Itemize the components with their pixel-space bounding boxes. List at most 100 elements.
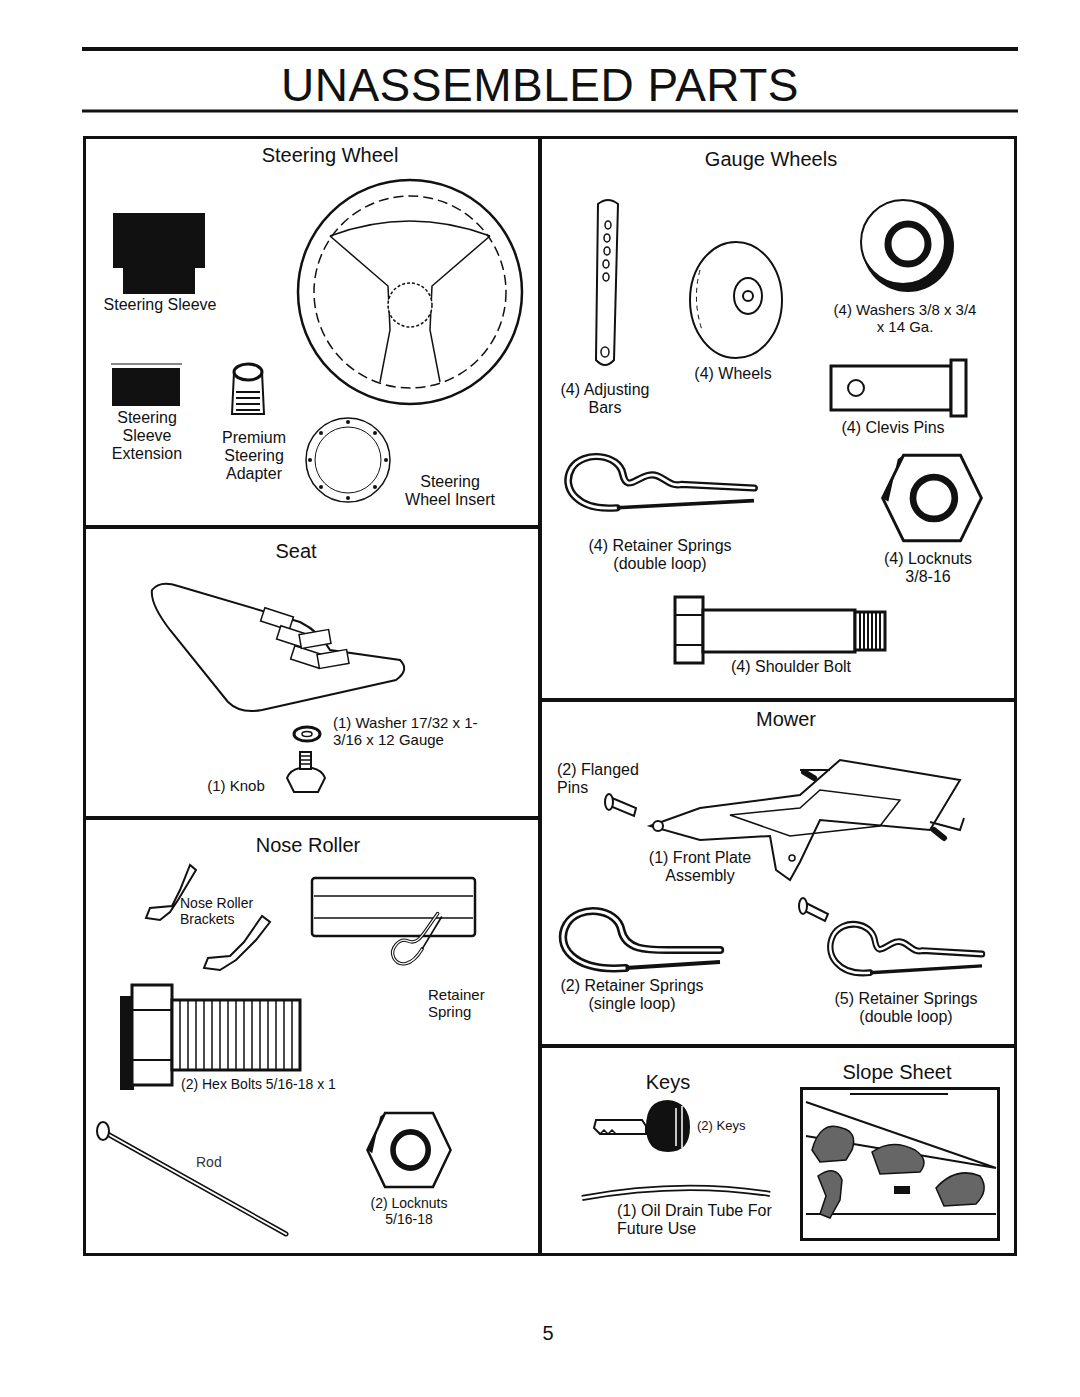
shoulder-bolt bbox=[703, 610, 855, 652]
part-name: (1) Front Plate Assembly bbox=[638, 849, 762, 885]
hex-bolt bbox=[180, 1000, 292, 1070]
part-name: (2) Flanged Pins bbox=[557, 761, 655, 797]
washer bbox=[861, 200, 954, 292]
seat bbox=[152, 584, 404, 711]
seat-knob bbox=[287, 768, 325, 792]
washer bbox=[861, 200, 945, 284]
double-loop-spring bbox=[830, 924, 982, 973]
parts-panel: Keys(2) Keys(1) Oil Drain Tube For Futur… bbox=[539, 1045, 1017, 1256]
hex-bolt bbox=[132, 1059, 172, 1061]
seat-knob bbox=[287, 752, 325, 792]
wheel-insert bbox=[384, 458, 388, 462]
clevis-pin bbox=[831, 360, 966, 416]
wheel-insert bbox=[308, 458, 312, 462]
part-name: (1) Oil Drain Tube For Future Use bbox=[617, 1202, 772, 1238]
rod bbox=[104, 1132, 286, 1234]
panel-heading: Steering Wheel bbox=[262, 144, 399, 166]
wheel-insert bbox=[308, 420, 388, 500]
slope-sheet-art bbox=[872, 1144, 924, 1174]
sleeve-extension bbox=[111, 364, 182, 406]
clevis-pin bbox=[951, 360, 966, 416]
key bbox=[676, 1106, 682, 1148]
adjusting-bar bbox=[596, 200, 618, 365]
hex-bolt bbox=[132, 985, 172, 1085]
panel-heading: Seat bbox=[275, 540, 316, 562]
panel-heading: Nose Roller bbox=[256, 834, 360, 856]
seat bbox=[152, 584, 404, 711]
panel-heading: Keys bbox=[646, 1071, 690, 1093]
title-rules bbox=[82, 47, 1018, 51]
seat-washer bbox=[294, 727, 320, 741]
shoulder-bolt bbox=[675, 614, 703, 616]
slope-sheet-art bbox=[894, 1186, 910, 1194]
adjusting-bar bbox=[603, 260, 609, 268]
steering-wheel bbox=[314, 196, 506, 388]
oil-drain-tube bbox=[582, 1188, 770, 1198]
shoulder-bolt bbox=[675, 644, 703, 646]
gauge-wheel bbox=[696, 270, 702, 330]
seat bbox=[317, 650, 349, 669]
parts-panel: Gauge Wheels(4) Adjusting Bars(4) Wheels… bbox=[539, 136, 1017, 701]
wheel-insert bbox=[373, 485, 377, 489]
part-name: (4) Adjusting Bars bbox=[549, 381, 661, 417]
steering-sleeve bbox=[113, 213, 205, 294]
wheel-insert bbox=[373, 431, 377, 435]
adjusting-bar bbox=[605, 221, 611, 229]
steering-wheel bbox=[388, 283, 432, 327]
slope-sheet-art bbox=[818, 1171, 842, 1218]
flanged-pin bbox=[605, 794, 828, 921]
part-name: Steering Sleeve bbox=[104, 296, 217, 314]
part-name: (1) Washer 17/32 x 1-3/16 x 12 Gauge bbox=[333, 715, 503, 749]
part-name: (4) Retainer Springs (double loop) bbox=[573, 537, 748, 573]
oil-drain-tube bbox=[582, 1188, 770, 1198]
title-rules bbox=[82, 49, 1018, 111]
steering-adapter bbox=[236, 392, 260, 410]
part-name: (4) Shoulder Bolt bbox=[731, 658, 851, 676]
seat-knob bbox=[300, 752, 311, 769]
front-plate bbox=[804, 772, 944, 838]
gauge-wheel bbox=[690, 242, 782, 358]
nose-roller bbox=[314, 917, 473, 919]
key bbox=[600, 1130, 616, 1134]
panel-heading: Mower bbox=[756, 708, 816, 730]
hex-bolt bbox=[172, 1000, 300, 1070]
gauge-wheel bbox=[690, 242, 782, 358]
seat bbox=[299, 630, 331, 649]
shoulder-bolt bbox=[675, 597, 885, 663]
steering-wheel bbox=[298, 180, 522, 404]
part-name: Premium Steering Adapter bbox=[211, 429, 297, 483]
steering-wheel bbox=[298, 180, 522, 404]
key bbox=[646, 1100, 690, 1152]
single-loop-spring bbox=[563, 911, 720, 968]
parts-panel: Nose RollerNose Roller BracketsRetainer … bbox=[83, 817, 541, 1256]
part-name: Nose Roller Brackets bbox=[180, 896, 275, 927]
wheel-insert bbox=[306, 418, 390, 502]
slope-sheet-art bbox=[936, 1173, 984, 1206]
clevis-pin bbox=[848, 380, 864, 396]
shoulder-bolt bbox=[675, 597, 703, 663]
steering-adapter bbox=[234, 364, 262, 380]
part-name: (2) Hex Bolts 5/16-18 x 1 bbox=[181, 1077, 336, 1093]
part-name: (5) Retainer Springs (double loop) bbox=[819, 990, 994, 1026]
part-name: (4) Wheels bbox=[694, 365, 771, 383]
part-name: Retainer Spring bbox=[428, 987, 508, 1021]
wheel-insert bbox=[346, 420, 350, 424]
wheel-insert bbox=[306, 418, 390, 502]
washer bbox=[862, 200, 954, 292]
steering-wheel bbox=[330, 221, 490, 236]
steering-adapter bbox=[232, 364, 264, 414]
rod bbox=[97, 1122, 286, 1234]
parts-panel: Seat (1) Washer 17/32 x 1-3/16 x 12 Gauge… bbox=[83, 526, 541, 819]
adjusting-bar bbox=[596, 200, 618, 365]
adjusting-bar bbox=[603, 273, 609, 281]
rod bbox=[97, 1122, 109, 1140]
steering-sleeve bbox=[113, 213, 205, 268]
gauge-wheel bbox=[743, 291, 753, 301]
sleeve-extension bbox=[112, 368, 180, 406]
page-title: UNASSEMBLED PARTS bbox=[281, 58, 799, 112]
part-name: Rod bbox=[196, 1155, 222, 1171]
slope-sheet-box: Slope Sheet bbox=[800, 1087, 1000, 1241]
sleeve-extension bbox=[111, 364, 182, 365]
nose-roller bbox=[312, 878, 475, 936]
oil-drain-tube bbox=[582, 1188, 770, 1198]
